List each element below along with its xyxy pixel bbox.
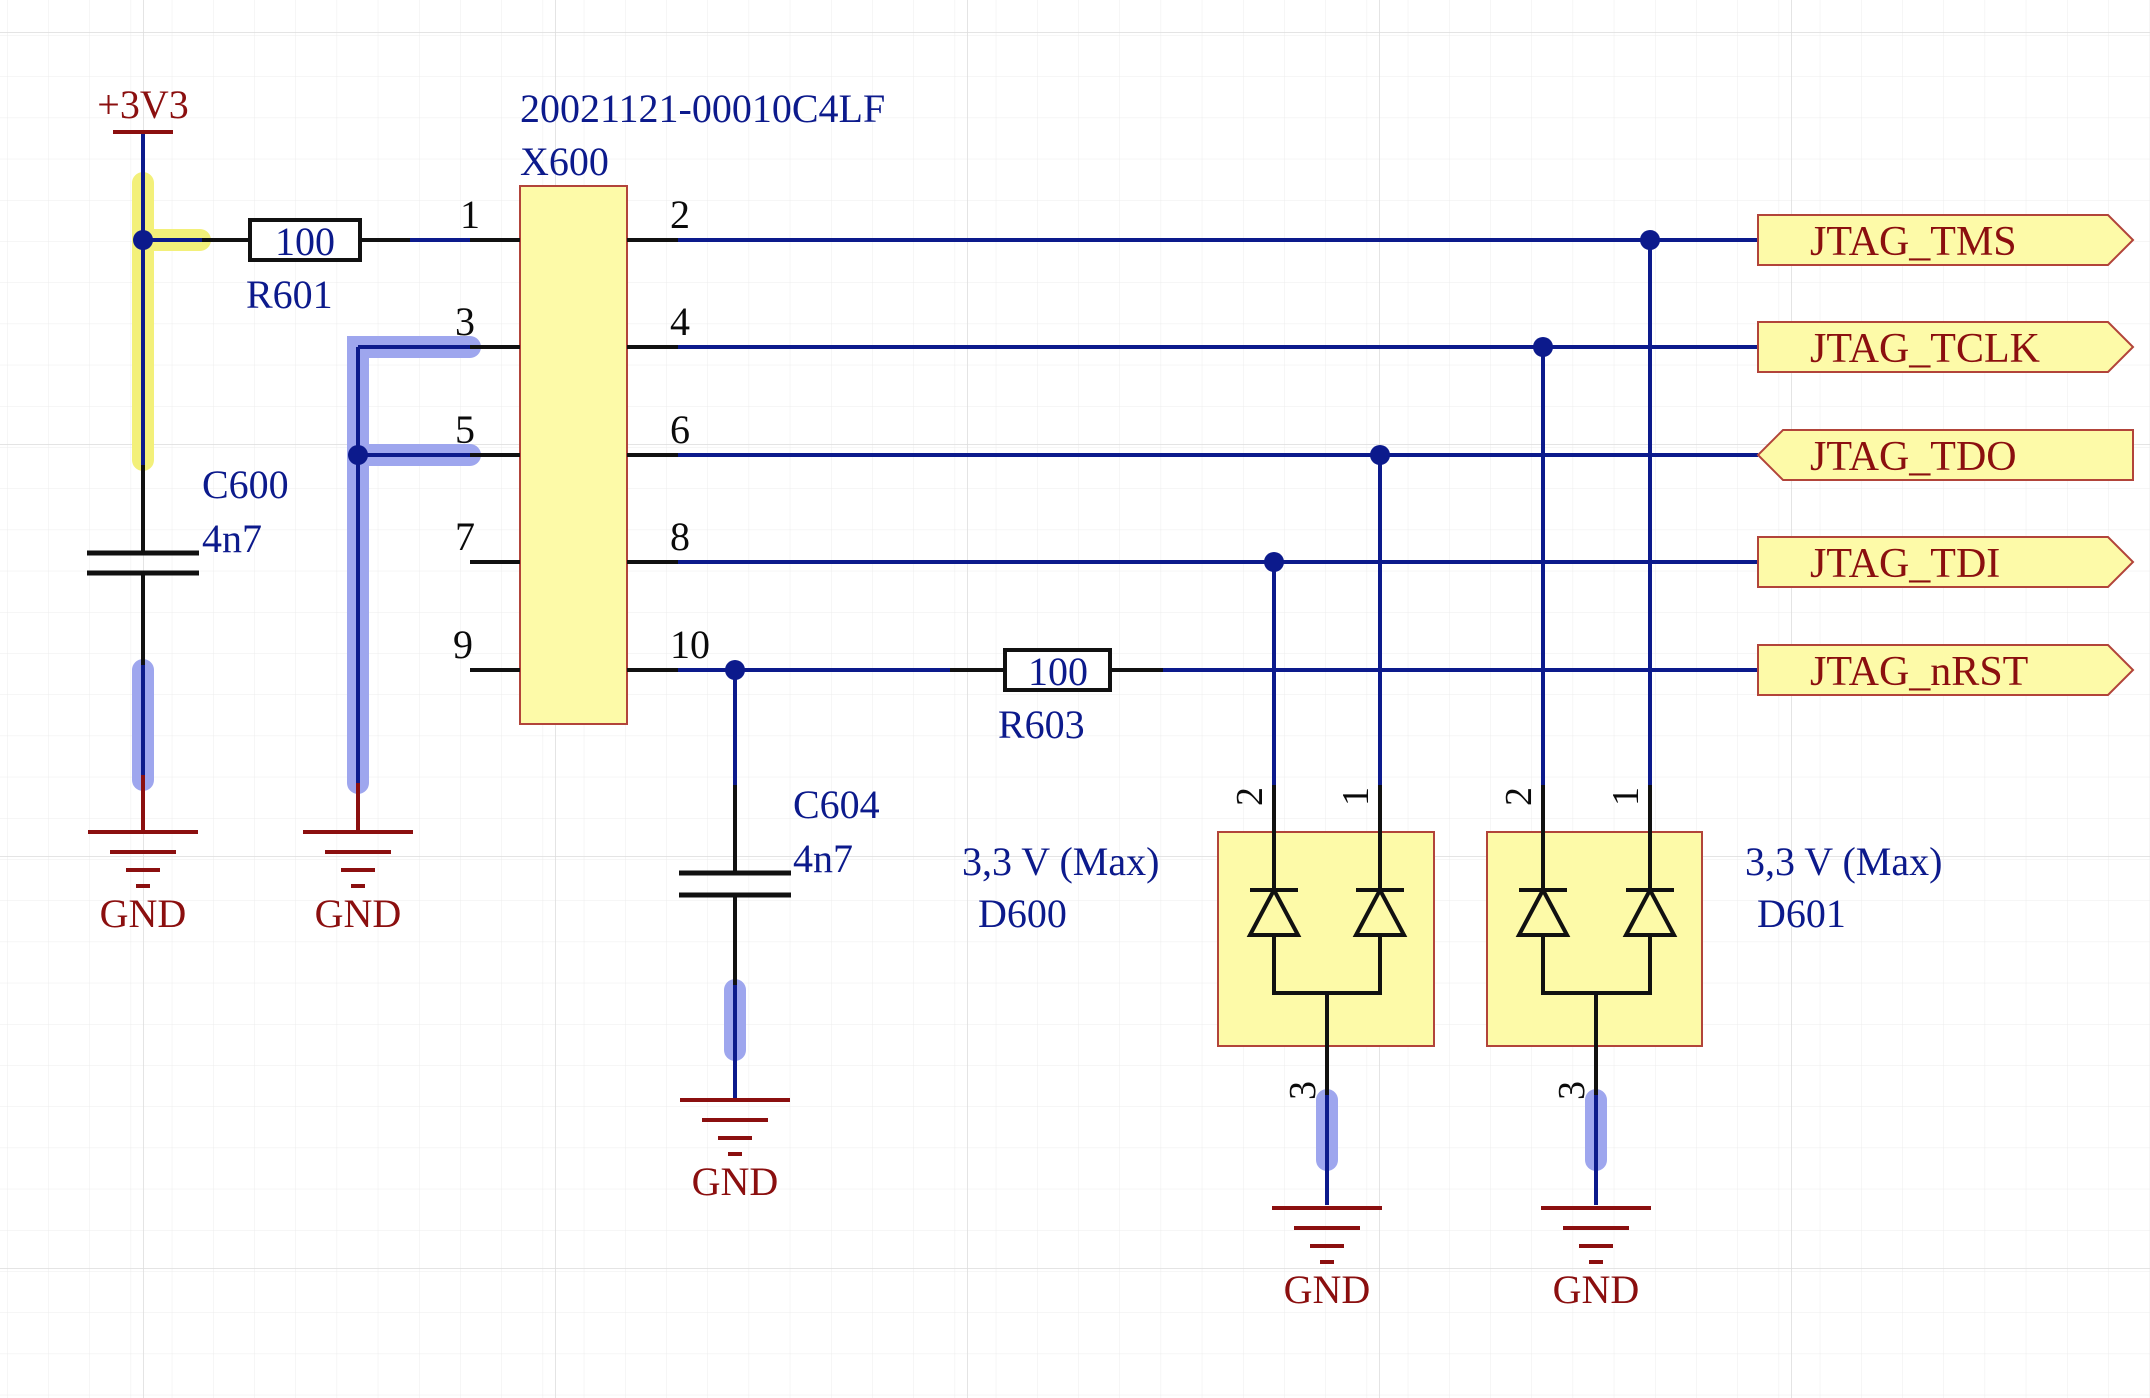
gnd-symbol-2 [303,783,413,888]
x600-part-number: 20021121-00010C4LF [520,86,885,131]
x600-pin-6: 6 [670,407,690,452]
connector-x600[interactable]: 20021121-00010C4LF X600 1 2 3 4 5 6 7 8 … [453,86,885,725]
d601-pin-2: 2 [1498,787,1540,806]
port-jtag-tms[interactable]: JTAG_TMS [1757,214,2135,266]
x600-pin-8: 8 [670,514,690,559]
junction-nrst-c604 [725,660,745,680]
d600-pin-3: 3 [1282,1081,1324,1100]
junction-tdi-d600 [1264,552,1284,572]
junctions [133,230,1660,680]
junction-gnd-pin5 [348,445,368,465]
d600-value: 3,3 V (Max) [962,839,1159,884]
port-label-jtag-tdo: JTAG_TDO [1810,434,2017,480]
x600-pin-1: 1 [460,192,480,237]
gnd-symbol-5 [1541,1206,1651,1264]
r603-ref: R603 [998,702,1085,747]
tvs-diode-d601[interactable]: 2 1 3 3,3 V (Max) D601 [1486,785,1942,1100]
d600-ref: D600 [978,891,1067,936]
c600-ref: C600 [202,462,289,507]
x600-pin-2: 2 [670,192,690,237]
x600-pin-4: 4 [670,299,690,344]
x600-pin-5: 5 [455,407,475,452]
gnd-symbol-3 [680,1098,790,1156]
d600-pin-1: 1 [1335,787,1377,806]
gnd-label-3: GND [692,1159,779,1204]
junction-tdo-d600 [1370,445,1390,465]
x600-pin-10: 10 [670,622,710,667]
c604-ref: C604 [793,782,880,827]
c604-value: 4n7 [793,836,853,881]
port-jtag-tclk[interactable]: JTAG_TCLK [1757,321,2135,373]
c600-value: 4n7 [202,516,262,561]
resistor-r603[interactable]: 100 R603 [950,648,1163,747]
tvs-diode-d600[interactable]: 2 1 3 3,3 V (Max) D600 [962,785,1435,1100]
port-label-jtag-nrst: JTAG_nRST [1810,649,2028,695]
x600-pin-3: 3 [455,299,475,344]
port-label-jtag-tdi: JTAG_TDI [1810,541,2000,587]
port-jtag-tdo[interactable]: JTAG_TDO [1756,429,2134,481]
r601-value: 100 [275,219,335,264]
d601-ref: D601 [1757,891,1846,936]
wires [141,132,1758,1205]
x600-body [519,185,628,725]
port-label-jtag-tclk: JTAG_TCLK [1810,326,2040,372]
d601-pin-3: 3 [1551,1081,1593,1100]
junction-tms-d601 [1640,230,1660,250]
power-label-3v3: +3V3 [97,82,188,127]
junction-tclk-d601 [1533,337,1553,357]
port-jtag-nrst[interactable]: JTAG_nRST [1757,644,2135,696]
d601-pin-1: 1 [1605,787,1647,806]
gnd-symbol-1 [88,775,198,888]
resistor-r601[interactable]: 100 R601 [202,218,410,317]
r603-value: 100 [1028,649,1088,694]
r601-ref: R601 [246,272,333,317]
x600-pin-7: 7 [455,514,475,559]
x600-ref: X600 [520,139,609,184]
power-port-3v3: +3V3 [97,82,189,134]
gnd-label-1: GND [100,891,187,936]
d600-pin-2: 2 [1229,787,1271,806]
junction-3v3 [133,230,153,250]
port-jtag-tdi[interactable]: JTAG_TDI [1757,536,2135,588]
d601-value: 3,3 V (Max) [1745,839,1942,884]
gnd-label-5: GND [1553,1267,1640,1312]
x600-pin-9: 9 [453,622,473,667]
gnd-label-2: GND [315,891,402,936]
capacitor-c604[interactable]: C604 4n7 [679,782,880,985]
capacitor-c600[interactable]: C600 4n7 [87,462,289,665]
gnd-symbol-4 [1272,1206,1382,1264]
port-label-jtag-tms: JTAG_TMS [1810,219,2017,265]
gnd-label-4: GND [1284,1267,1371,1312]
